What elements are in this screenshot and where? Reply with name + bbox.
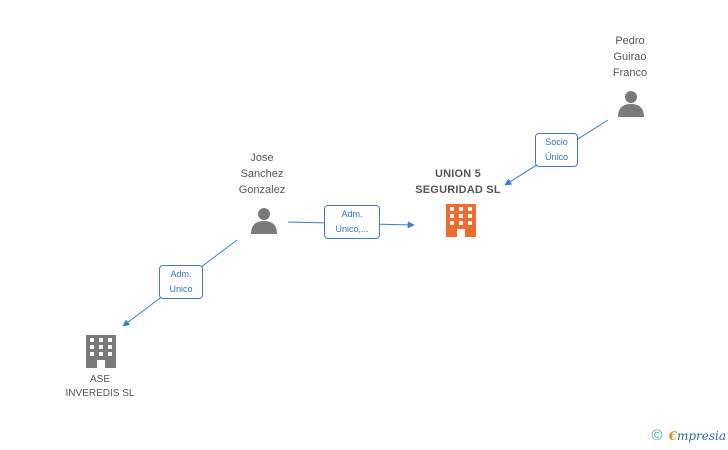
brand-logo[interactable]: €mpresia <box>669 429 726 443</box>
person-icon[interactable] <box>251 208 277 234</box>
edge-label-jose-union5[interactable]: Adm. Unico,... <box>324 205 380 239</box>
copyright-symbol: © <box>651 427 663 444</box>
node-label-line: Pedro <box>615 35 645 47</box>
node-label-line: SEGURIDAD SL <box>415 184 501 196</box>
node-label-line: Gonzalez <box>238 184 286 196</box>
edge-label-line: Unico,... <box>335 224 369 234</box>
footer-credit: © €mpresia <box>652 427 726 444</box>
building-icon[interactable] <box>446 204 476 237</box>
edge-label-line: Adm. <box>341 209 363 219</box>
node-label-union5[interactable]: UNION 5 SEGURIDAD SL <box>404 166 512 198</box>
node-label-line: ASE <box>89 374 110 385</box>
node-label-line: INVEREDIS SL <box>65 388 135 399</box>
node-label-line: Sanchez <box>240 168 284 180</box>
node-label-jose[interactable]: Jose Sanchez Gonzalez <box>222 150 302 198</box>
building-icon[interactable] <box>86 335 116 368</box>
brand-name: mpresia <box>676 428 726 443</box>
node-label-ase[interactable]: ASE INVEREDIS SL <box>52 373 148 401</box>
person-icon[interactable] <box>618 91 644 117</box>
edge-label-jose-ase[interactable]: Adm. Unico <box>159 265 203 299</box>
edge-label-line: Socio <box>545 137 568 147</box>
node-label-line: Franco <box>612 67 648 79</box>
edge-label-line: Unico <box>169 284 193 294</box>
brand-initial: € <box>668 428 677 443</box>
node-label-line: UNION 5 <box>434 168 482 180</box>
node-label-line: Guirao <box>613 51 647 63</box>
edge-label-line: Único <box>544 152 568 162</box>
node-label-pedro[interactable]: Pedro Guirao Franco <box>596 33 664 81</box>
edge-label-pedro-union5[interactable]: Socio Único <box>535 133 578 167</box>
edge-label-line: Adm. <box>170 269 192 279</box>
node-label-line: Jose <box>250 152 274 164</box>
